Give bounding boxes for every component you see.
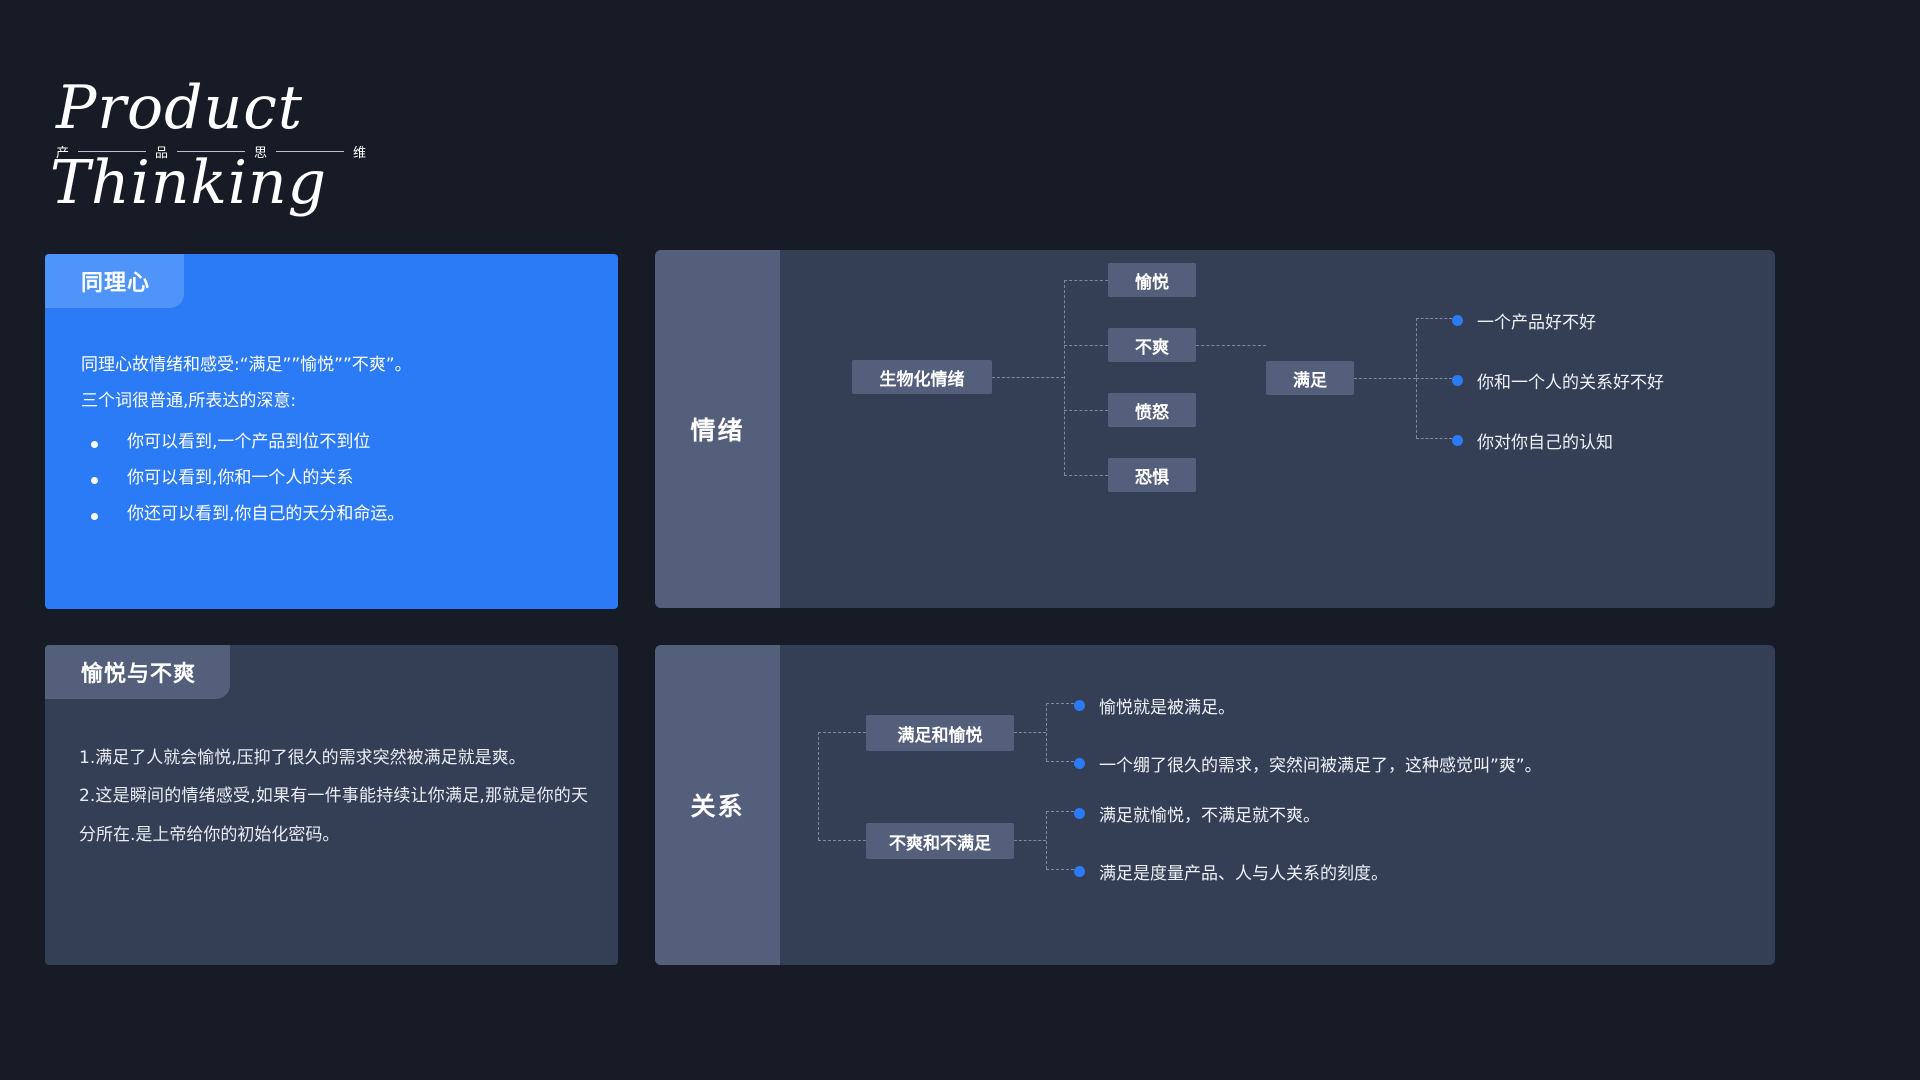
empathy-lead-line1: 同理心故情绪和感受:“满足””愉悦””不爽”。 [81, 355, 412, 375]
empathy-bullet-list: 你可以看到,一个产品到位不到位 你可以看到,你和一个人的关系 你还可以看到,你自… [81, 425, 592, 532]
connector-group1-spine [1046, 703, 1047, 761]
page-title-line1: Product [56, 73, 303, 143]
relation-item-label: 满足是度量产品、人与人关系的刻度。 [1099, 864, 1388, 884]
subtitle-char-2: 品 [155, 146, 169, 161]
connector-relation-group-1 [818, 732, 866, 733]
emotion-panel-body: 生物化情绪 愉悦 不爽 愤怒 恐惧 满足 一个产品好不好 你和一个人的关系 [780, 250, 1775, 608]
connector-group1-out [1014, 732, 1046, 733]
emotion-outcome-label: 你和一个人的关系好不好 [1477, 373, 1664, 393]
relation-item-label: 愉悦就是被满足。 [1099, 698, 1235, 718]
relation-item: 满足就愉悦，不满足就不爽。 [1074, 801, 1320, 826]
pleasure-paragraph-1: 1.满足了人就会愉悦,压抑了很久的需求突然被满足就是爽。 [79, 748, 526, 768]
bullet-dot-icon [1074, 808, 1085, 819]
subtitle-char-1: 产 [56, 146, 70, 161]
empathy-card-body: 同理心故情绪和感受:“满足””愉悦””不爽”。 三个词很普通,所表达的深意: 你… [45, 308, 618, 532]
subtitle-rule-3 [276, 151, 345, 152]
emotion-outcome-label: 你对你自己的认知 [1477, 433, 1613, 453]
connector-branch-1 [1064, 280, 1108, 281]
empathy-lead: 同理心故情绪和感受:“满足””愉悦””不爽”。 三个词很普通,所表达的深意: [81, 348, 592, 419]
emotion-panel-label: 情绪 [655, 250, 780, 608]
relation-panel-label: 关系 [655, 645, 780, 965]
connector-group2-item-1 [1046, 811, 1074, 812]
connector-group1-item-2 [1046, 761, 1074, 762]
connector-branch-spine [1064, 280, 1065, 475]
bullet-dot-icon [1074, 758, 1085, 769]
empathy-card-tab: 同理心 [45, 254, 185, 308]
bullet-dot-icon [1452, 435, 1463, 446]
relation-panel: 关系 满足和愉悦 不爽和不满足 愉悦就是被满足。 一个绷了很久的需求，突然间被满… [655, 645, 1775, 965]
subtitle-rule-1 [78, 151, 147, 152]
connector-to-merge [1196, 345, 1266, 346]
connector-relation-spine [818, 732, 819, 840]
page-header: Product 产 品 思 维 Thinking [48, 73, 468, 230]
empathy-lead-line2: 三个词很普通,所表达的深意: [81, 390, 297, 411]
connector-root-out [992, 377, 1064, 378]
connector-outcome-2 [1416, 378, 1452, 379]
emotion-outcome-2: 你和一个人的关系好不好 [1452, 368, 1664, 393]
emotion-branch-node-3: 愤怒 [1108, 393, 1196, 427]
connector-merge-out [1354, 378, 1416, 379]
subtitle-decoration: 产 品 思 维 [56, 142, 366, 161]
list-item: 你还可以看到,你自己的天分和命运。 [81, 497, 592, 533]
emotion-outcome-label: 一个产品好不好 [1477, 313, 1596, 333]
connector-outcome-1 [1416, 318, 1452, 319]
list-item: 你可以看到,一个产品到位不到位 [81, 425, 592, 461]
bullet-dot-icon [1074, 700, 1085, 711]
bullet-dot-icon [1074, 866, 1085, 877]
emotion-panel: 情绪 生物化情绪 愉悦 不爽 愤怒 恐惧 满足 一个产品好不好 [655, 250, 1775, 608]
connector-group2-out [1014, 840, 1046, 841]
relation-item: 愉悦就是被满足。 [1074, 693, 1235, 718]
page-title-line2: Thinking [50, 148, 328, 218]
emotion-merge-node: 满足 [1266, 361, 1354, 395]
relation-item-label: 一个绷了很久的需求，突然间被满足了，这种感觉叫”爽”。 [1099, 756, 1542, 776]
list-item: 你可以看到,你和一个人的关系 [81, 461, 592, 497]
pleasure-card-tab: 愉悦与不爽 [45, 645, 231, 699]
relation-node-2: 不爽和不满足 [866, 823, 1014, 859]
relation-item-label: 满足就愉悦，不满足就不爽。 [1099, 806, 1320, 826]
bullet-dot-icon [1452, 375, 1463, 386]
pleasure-card: 愉悦与不爽 1.满足了人就会愉悦,压抑了很久的需求突然被满足就是爽。 2.这是瞬… [45, 645, 618, 965]
subtitle-rule-2 [177, 151, 246, 152]
pleasure-card-body: 1.满足了人就会愉悦,压抑了很久的需求突然被满足就是爽。 2.这是瞬间的情绪感受… [45, 699, 618, 854]
connector-group2-item-2 [1046, 869, 1074, 870]
connector-group1-item-1 [1046, 703, 1074, 704]
pleasure-paragraph-2: 2.这是瞬间的情绪感受,如果有一件事能持续让你满足,那就是你的天分所在.是上帝给… [79, 786, 588, 845]
relation-panel-body: 满足和愉悦 不爽和不满足 愉悦就是被满足。 一个绷了很久的需求，突然间被满足了，… [780, 645, 1775, 965]
relation-item: 满足是度量产品、人与人关系的刻度。 [1074, 859, 1388, 884]
subtitle-char-4: 维 [353, 146, 367, 161]
emotion-branch-node-2: 不爽 [1108, 328, 1196, 362]
relation-node-1: 满足和愉悦 [866, 715, 1014, 751]
connector-branch-4 [1064, 475, 1108, 476]
bullet-dot-icon [1452, 315, 1463, 326]
emotion-root-node: 生物化情绪 [852, 360, 992, 394]
emotion-outcome-1: 一个产品好不好 [1452, 308, 1596, 333]
connector-outcome-3 [1416, 438, 1452, 439]
emotion-outcome-3: 你对你自己的认知 [1452, 428, 1613, 453]
relation-item: 一个绷了很久的需求，突然间被满足了，这种感觉叫”爽”。 [1074, 751, 1542, 776]
empathy-card: 同理心 同理心故情绪和感受:“满足””愉悦””不爽”。 三个词很普通,所表达的深… [45, 254, 618, 609]
subtitle-char-3: 思 [254, 146, 268, 161]
emotion-branch-node-4: 恐惧 [1108, 458, 1196, 492]
connector-group2-spine [1046, 811, 1047, 869]
connector-branch-3 [1064, 410, 1108, 411]
connector-branch-2 [1064, 345, 1108, 346]
connector-relation-group-2 [818, 840, 866, 841]
emotion-branch-node-1: 愉悦 [1108, 263, 1196, 297]
